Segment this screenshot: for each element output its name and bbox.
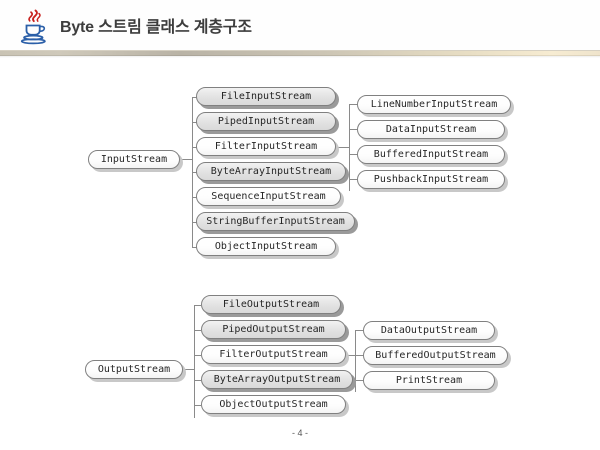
connector-grandchild-output — [355, 355, 363, 356]
footer-page-number: - 4 - — [291, 428, 308, 438]
connector-child-input — [192, 222, 199, 223]
connector-child-input — [192, 122, 199, 123]
connector-child-input — [192, 172, 199, 173]
connector-child-input — [192, 147, 199, 148]
connector-grandchild-output — [355, 330, 363, 331]
node-buffered-output-stream[interactable]: BufferedOutputStream — [363, 346, 508, 365]
node-data-output-stream[interactable]: DataOutputStream — [363, 321, 495, 340]
connector-child-input — [192, 197, 199, 198]
connector-root-output — [184, 369, 194, 370]
connector-child-input — [192, 247, 199, 248]
node-byte-array-output-stream[interactable]: ByteArrayOutputStream — [201, 370, 353, 389]
slide-header: Byte 스트림 클래스 계층구조 — [0, 0, 600, 50]
connector-grandchild-input — [349, 179, 357, 180]
node-piped-input-stream[interactable]: PipedInputStream — [196, 112, 336, 131]
connector-child-output — [194, 355, 201, 356]
connector-child-output — [194, 305, 201, 306]
connector-root-input — [180, 159, 192, 160]
node-piped-output-stream[interactable]: PipedOutputStream — [201, 320, 346, 339]
connector-filter-output-stub — [343, 355, 355, 356]
node-data-input-stream[interactable]: DataInputStream — [357, 120, 505, 139]
node-file-input-stream[interactable]: FileInputStream — [196, 87, 336, 106]
connector-grandchild-output — [355, 380, 363, 381]
connector-child-output — [194, 380, 201, 381]
node-filter-input-stream[interactable]: FilterInputStream — [196, 137, 336, 156]
connector-trunk-input-filter — [349, 104, 350, 191]
connector-trunk-output — [194, 305, 195, 418]
node-file-output-stream[interactable]: FileOutputStream — [201, 295, 341, 314]
node-pushback-input-stream[interactable]: PushbackInputStream — [357, 170, 505, 189]
node-input-stream[interactable]: InputStream — [88, 150, 180, 169]
class-hierarchy-diagram: InputStream FileInputStream PipedInputSt… — [0, 58, 600, 450]
node-sequence-input-stream[interactable]: SequenceInputStream — [196, 187, 341, 206]
connector-trunk-output-filter — [355, 330, 356, 392]
java-coffee-cup-logo — [20, 9, 46, 45]
page-title: Byte 스트림 클래스 계층구조 — [60, 19, 252, 36]
node-object-output-stream[interactable]: ObjectOutputStream — [201, 395, 346, 414]
connector-filter-input-stub — [337, 147, 349, 148]
connector-grandchild-input — [349, 154, 357, 155]
connector-grandchild-input — [349, 104, 357, 105]
header-divider-shadow — [0, 55, 600, 58]
connector-grandchild-input — [349, 129, 357, 130]
node-line-number-input-stream[interactable]: LineNumberInputStream — [357, 95, 511, 114]
connector-child-output — [194, 330, 201, 331]
node-buffered-input-stream[interactable]: BufferedInputStream — [357, 145, 505, 164]
node-object-input-stream[interactable]: ObjectInputStream — [196, 237, 336, 256]
node-output-stream[interactable]: OutputStream — [85, 360, 183, 379]
connector-child-input — [192, 97, 199, 98]
node-filter-output-stream[interactable]: FilterOutputStream — [201, 345, 346, 364]
node-print-stream[interactable]: PrintStream — [363, 371, 495, 390]
node-string-buffer-input-stream[interactable]: StringBufferInputStream — [196, 212, 355, 231]
connector-child-output — [194, 405, 201, 406]
node-byte-array-input-stream[interactable]: ByteArrayInputStream — [196, 162, 346, 181]
header-divider-rule — [0, 50, 600, 56]
